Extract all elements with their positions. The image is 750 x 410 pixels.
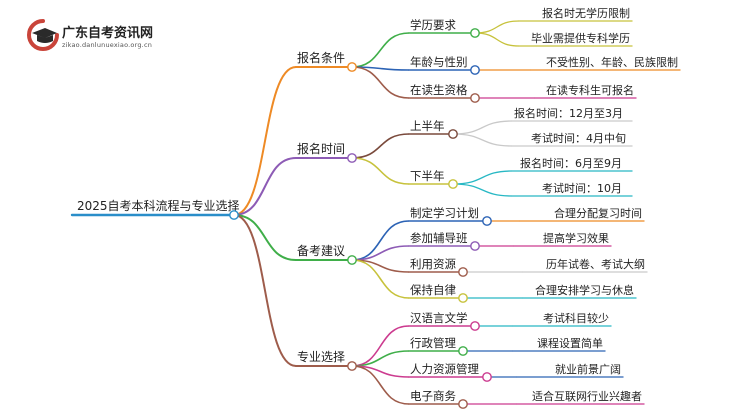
topic-to-detail-connector [452, 133, 513, 147]
branch-collapse-knob[interactable] [347, 361, 357, 371]
root-to-branch-connector [233, 66, 297, 216]
detail-node-label: 合理安排学习与休息 [535, 283, 634, 297]
branch-to-topic-connector [351, 133, 410, 159]
detail-node-label: 适合互联网行业兴趣者 [532, 389, 642, 403]
topic-to-detail-connector [452, 183, 513, 197]
branch-to-topic-connector [351, 350, 410, 367]
branch-to-topic-connector [351, 245, 410, 261]
topic-collapse-knob[interactable] [470, 28, 480, 38]
detail-node-label: 合理分配复习时间 [554, 206, 642, 220]
detail-node-label: 报名时间：6月至9月 [520, 156, 622, 170]
logo-title: 广东自考资讯网 [62, 26, 154, 41]
branch-node-label: 报名条件 [297, 50, 345, 65]
branch-to-topic-connector [351, 32, 410, 68]
detail-node-label: 课程设置简单 [537, 336, 603, 350]
topic-collapse-knob[interactable] [470, 93, 480, 103]
branch-to-topic-connector [351, 220, 410, 261]
topic-node-label: 电子商务 [410, 389, 456, 403]
topic-collapse-knob[interactable] [470, 241, 480, 251]
branch-collapse-knob[interactable] [347, 153, 357, 163]
logo-url: zikao.danlunuexiao.org.cn [62, 41, 153, 49]
detail-node-label: 不受性别、年龄、民族限制 [546, 55, 678, 69]
detail-node-label: 历年试卷、考试大纲 [546, 257, 645, 271]
branch-collapse-knob[interactable] [347, 255, 357, 265]
branch-collapse-knob[interactable] [347, 62, 357, 72]
detail-node-label: 提高学习效果 [543, 231, 609, 245]
detail-node-label: 报名时间：12月至3月 [514, 106, 623, 120]
root-collapse-knob[interactable] [229, 210, 239, 220]
topic-node-label: 下半年 [410, 169, 445, 183]
topic-collapse-knob[interactable] [470, 321, 480, 331]
root-to-branch-connector [233, 214, 297, 367]
detail-node-label: 就业前景广阔 [555, 362, 621, 376]
topic-node-label: 人力资源管理 [410, 362, 479, 376]
branch-to-topic-connector [351, 365, 410, 405]
topic-node-label: 上半年 [410, 119, 445, 133]
topic-node-label: 年龄与性别 [410, 55, 468, 69]
topic-node-label: 行政管理 [410, 336, 456, 350]
site-logo[interactable]: 广东自考资讯网 zikao.danlunuexiao.org.cn [26, 18, 236, 58]
topic-node-label: 保持自律 [410, 283, 456, 297]
topic-collapse-knob[interactable] [448, 129, 458, 139]
detail-node-label: 在读专科生可报名 [546, 83, 634, 97]
topic-collapse-knob[interactable] [458, 267, 468, 277]
detail-node-label: 考试科目较少 [543, 311, 609, 325]
topic-collapse-knob[interactable] [458, 399, 468, 409]
topic-to-detail-connector [474, 32, 520, 47]
detail-node-label: 报名时无学历限制 [542, 6, 630, 20]
topic-collapse-knob[interactable] [470, 65, 480, 75]
branch-to-topic-connector [351, 66, 410, 99]
branch-node-label: 专业选择 [297, 349, 345, 364]
topic-node-label: 汉语言文学 [410, 311, 468, 325]
root-to-branch-connector [233, 157, 297, 216]
detail-node-label: 考试时间：4月中旬 [531, 132, 626, 145]
topic-node-label: 学历要求 [410, 18, 456, 32]
topic-to-detail-connector [452, 120, 513, 135]
topic-to-detail-connector [474, 20, 520, 34]
topic-collapse-knob[interactable] [458, 293, 468, 303]
topic-to-detail-connector [452, 170, 513, 185]
detail-node-label: 考试时间：10月 [542, 182, 622, 195]
topic-collapse-knob[interactable] [448, 179, 458, 189]
topic-collapse-knob[interactable] [458, 346, 468, 356]
topic-node-label: 制定学习计划 [410, 206, 479, 220]
root-to-branch-connector [233, 214, 297, 261]
topic-collapse-knob[interactable] [482, 216, 492, 226]
detail-node-label: 毕业需提供专科学历 [531, 31, 630, 45]
branch-to-topic-connector [351, 325, 410, 367]
branch-to-topic-connector [351, 157, 410, 185]
topic-node-label: 利用资源 [410, 257, 456, 271]
branch-node-label: 报名时间 [297, 141, 345, 156]
topic-node-label: 在读生资格 [410, 83, 468, 97]
branch-to-topic-connector [351, 259, 410, 299]
topic-node-label: 参加辅导班 [410, 231, 468, 245]
root-node-label: 2025自考本科流程与专业选择 [77, 198, 240, 213]
branch-node-label: 备考建议 [297, 244, 345, 258]
topic-collapse-knob[interactable] [482, 372, 492, 382]
logo-graduation-cap-icon [27, 19, 59, 51]
